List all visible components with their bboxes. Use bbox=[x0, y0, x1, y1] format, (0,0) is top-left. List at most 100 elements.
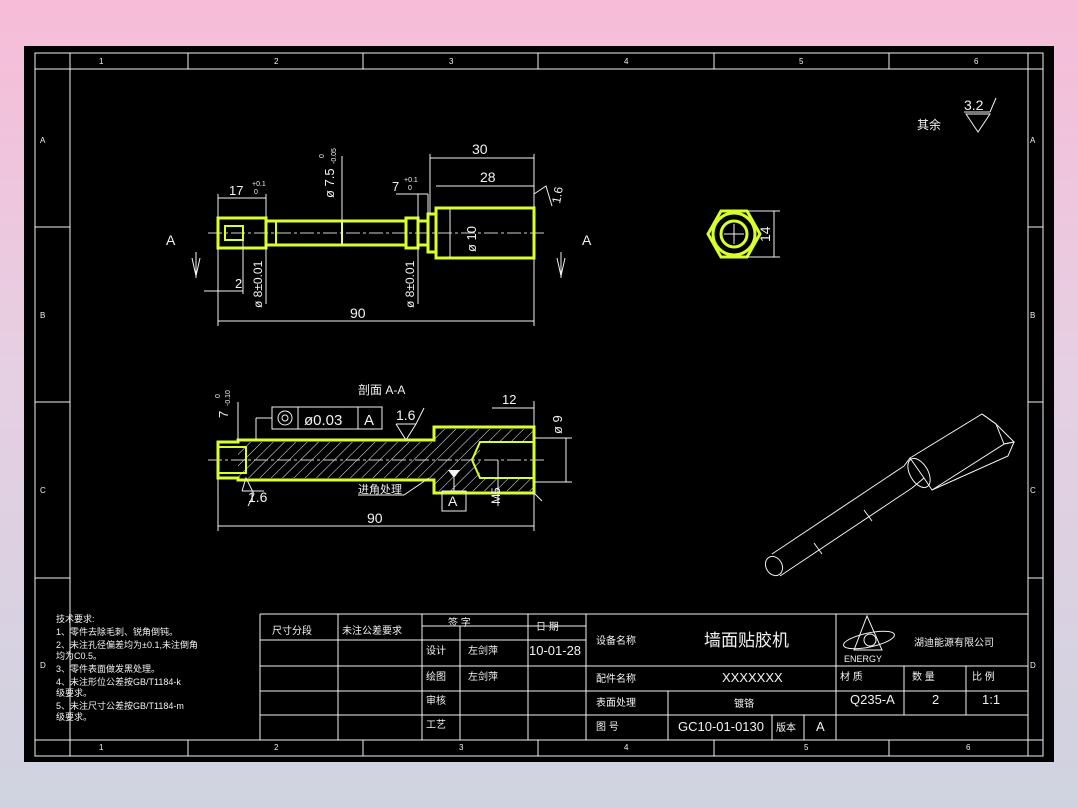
dim-phi10: ø 10 bbox=[464, 226, 479, 252]
title-block: 尺寸分段 未注公差要求 签 字 日 期 设计 左剑萍 10-01-28 绘图 左… bbox=[259, 613, 1028, 740]
col-top-6: 6 bbox=[974, 57, 979, 66]
tb-mat-label: 材 质 bbox=[840, 670, 863, 683]
tb-equip-value: 墙面贴胶机 bbox=[704, 631, 789, 650]
tb-date: 10-01-28 bbox=[529, 643, 581, 658]
col-bottom-3: 3 bbox=[459, 743, 464, 752]
row-right-d: D bbox=[1030, 661, 1036, 670]
note-line-1: 1、零件去除毛刺、锐角倒钝。 bbox=[56, 626, 178, 637]
tb-draw: 绘图 bbox=[426, 670, 446, 683]
surface-finish-symbol: 其余 3.2 bbox=[917, 97, 997, 133]
tb-process: 工艺 bbox=[426, 719, 446, 731]
dim-7-tol-lo: 0 bbox=[408, 185, 412, 192]
tb-surface-value: 镀铬 bbox=[734, 697, 754, 710]
col-bottom-4: 4 bbox=[624, 743, 629, 752]
tb-drawer: 左剑萍 bbox=[468, 670, 498, 683]
roughness-16-bottom: 1.6 bbox=[248, 489, 268, 505]
dim-phi8-right: ø 8±0.01 bbox=[403, 260, 417, 308]
section-mark-right: A bbox=[582, 232, 592, 248]
dim-90-section: 90 bbox=[367, 510, 383, 526]
tb-designer: 左剑萍 bbox=[468, 644, 498, 657]
tb-qty-label: 数 量 bbox=[912, 670, 935, 683]
logo-text: ENERGY bbox=[844, 654, 882, 664]
gdt-value: ø0.03 bbox=[304, 412, 342, 429]
dim-7: 7 bbox=[392, 179, 399, 194]
tb-qty: 2 bbox=[932, 692, 939, 707]
tb-drawing-no: GC10-01-0130 bbox=[678, 719, 764, 734]
row-right-a: A bbox=[1030, 136, 1036, 145]
tb-sign-header: 签 字 bbox=[448, 616, 471, 629]
dim-phi75: ø 7.5 bbox=[322, 168, 337, 198]
row-right-b: B bbox=[1030, 311, 1035, 320]
dim-phi75-tol-up: 0 bbox=[319, 154, 326, 158]
note-line-3: 均为C0.5。 bbox=[56, 650, 102, 661]
col-bottom-5: 5 bbox=[804, 743, 809, 752]
roughness-front: 1.6 bbox=[549, 185, 566, 204]
dim-17: 17 bbox=[229, 183, 243, 198]
col-top-2: 2 bbox=[274, 57, 279, 66]
dim-2: 2 bbox=[235, 276, 242, 291]
dim-phi9: ø 9 bbox=[550, 415, 565, 434]
note-line-0: 技术要求: bbox=[56, 613, 95, 624]
surface-finish-value: 3.2 bbox=[964, 97, 984, 113]
row-left-b: B bbox=[40, 311, 45, 320]
dim-phi75-tol-lo: -0.05 bbox=[331, 148, 338, 164]
tb-part-value: XXXXXXX bbox=[722, 670, 783, 685]
cad-drawing: 1 2 3 4 5 6 1 2 3 4 5 6 A B C D A B C D … bbox=[34, 52, 1044, 757]
tb-surface-label: 表面处理 bbox=[596, 696, 636, 709]
dim-17-tol-up: +0.1 bbox=[252, 181, 266, 188]
row-left-a: A bbox=[40, 136, 46, 145]
tb-check: 审核 bbox=[426, 694, 446, 707]
tb-part-label: 配件名称 bbox=[596, 672, 636, 685]
dim-28: 28 bbox=[480, 169, 496, 185]
section-mark-left: A bbox=[166, 232, 176, 248]
note-line-7: 5、未注尺寸公差按GB/T1184-m bbox=[56, 700, 184, 711]
tb-drawing-no-label: 图 号 bbox=[596, 721, 619, 733]
chamfer-note: 进角处理 bbox=[358, 483, 402, 496]
row-left-d: D bbox=[40, 661, 46, 670]
col-top-4: 4 bbox=[624, 57, 629, 66]
note-line-2: 2、未注孔径偏差均为±0.1,未注倒角 bbox=[56, 639, 198, 650]
tb-size-header: 尺寸分段 bbox=[272, 624, 312, 637]
dim-7-section: 7 bbox=[216, 411, 231, 418]
dim-7-tol-up: +0.1 bbox=[404, 177, 418, 184]
note-line-8: 级要求。 bbox=[56, 711, 92, 722]
isometric-view bbox=[764, 413, 1016, 577]
side-view: 14 bbox=[706, 209, 780, 259]
note-line-4: 3、零件表面做发黑处理。 bbox=[56, 663, 160, 674]
section-view: 剖面 A-A ø0.03 A 1.6 1.6 12 bbox=[208, 383, 572, 531]
technical-notes: 技术要求: 1、零件去除毛刺、锐角倒钝。 2、未注孔径偏差均为±0.1,未注倒角… bbox=[56, 613, 198, 722]
tb-tol-header: 未注公差要求 bbox=[342, 624, 402, 637]
col-top-1: 1 bbox=[99, 57, 104, 66]
company-logo: ENERGY bbox=[843, 614, 895, 664]
dim-phi8-left: ø 8±0.01 bbox=[251, 260, 265, 308]
row-right-c: C bbox=[1030, 486, 1036, 495]
tb-material: Q235-A bbox=[850, 692, 895, 707]
tb-equip-label: 设备名称 bbox=[596, 634, 636, 647]
tb-version-label: 版本 bbox=[776, 721, 796, 734]
tb-scale-label: 比 例 bbox=[972, 670, 995, 683]
col-bottom-2: 2 bbox=[274, 743, 279, 752]
note-line-6: 级要求。 bbox=[56, 687, 92, 698]
datum-box: A bbox=[448, 493, 458, 509]
surface-finish-label: 其余 bbox=[917, 117, 941, 132]
dim-14: 14 bbox=[757, 226, 773, 242]
dim-30: 30 bbox=[472, 141, 488, 157]
tb-company: 湖迪能源有限公司 bbox=[914, 636, 994, 649]
tb-design: 设计 bbox=[426, 644, 446, 657]
note-line-5: 4、未注形位公差按GB/T1184-k bbox=[56, 676, 181, 687]
dim-90: 90 bbox=[350, 305, 366, 321]
tb-version: A bbox=[816, 719, 825, 734]
roughness-16-top: 1.6 bbox=[396, 407, 416, 423]
dim-7-section-tol-lo: -0.10 bbox=[225, 390, 232, 406]
dim-m5: M5 bbox=[489, 487, 503, 504]
row-left-c: C bbox=[40, 486, 46, 495]
front-view: A A 30 28 17 +0.1 0 7 +0.1 0 ø 7.5 0 -0.… bbox=[166, 141, 592, 326]
col-top-5: 5 bbox=[799, 57, 804, 66]
drawing-sheet: 1 2 3 4 5 6 1 2 3 4 5 6 A B C D A B C D … bbox=[24, 46, 1054, 762]
dim-17-tol-lo: 0 bbox=[254, 189, 258, 196]
col-bottom-6: 6 bbox=[966, 743, 971, 752]
dim-7-section-tol-up: 0 bbox=[215, 394, 222, 398]
tb-scale: 1:1 bbox=[982, 692, 1000, 707]
col-top-3: 3 bbox=[449, 57, 454, 66]
drawing-frame bbox=[34, 52, 1044, 757]
